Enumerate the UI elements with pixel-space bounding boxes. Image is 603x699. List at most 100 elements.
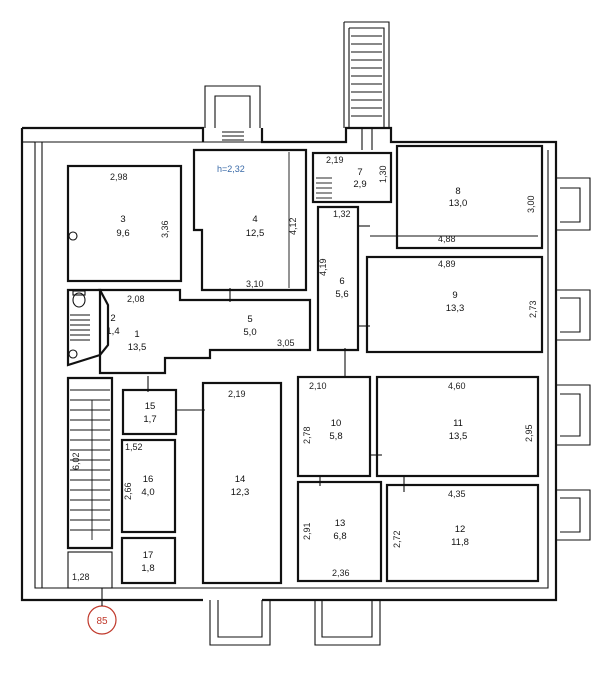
room-2 <box>66 288 102 367</box>
room-11 <box>375 375 540 478</box>
dimension-label: 4,12 <box>288 217 298 235</box>
room-13-label: 136,8 <box>333 518 346 542</box>
svg-text:5,8: 5,8 <box>329 431 342 442</box>
dimension-label: 3,05 <box>277 338 295 348</box>
svg-text:5: 5 <box>247 314 252 325</box>
dimension-label: 1,32 <box>333 209 351 219</box>
page-number: 85 <box>96 616 108 627</box>
room-3 <box>66 164 183 283</box>
svg-text:9: 9 <box>452 290 457 301</box>
room-8-label: 813,0 <box>449 186 468 209</box>
dimension-label: 1,28 <box>72 572 90 582</box>
room-12-label: 12 11,8 <box>451 524 469 548</box>
svg-text:8: 8 <box>455 186 460 197</box>
svg-text:5,6: 5,6 <box>335 289 348 300</box>
top-staircase <box>343 21 390 128</box>
svg-text:6,8: 6,8 <box>333 531 346 542</box>
svg-text:13,3: 13,3 <box>446 303 465 314</box>
dimension-label: 2,95 <box>524 424 534 442</box>
svg-text:9,6: 9,6 <box>116 228 129 239</box>
room-12 <box>385 483 540 583</box>
dimension-label: 1,52 <box>125 442 143 452</box>
right-bays <box>556 177 591 541</box>
svg-text:12,5: 12,5 <box>246 228 265 239</box>
svg-text:13,5: 13,5 <box>128 342 147 353</box>
room-4 <box>192 148 308 292</box>
room-16-label: 164,0 <box>141 474 154 498</box>
room-9 <box>365 255 544 354</box>
svg-text:1,4: 1,4 <box>106 326 119 337</box>
dimension-label: 2,72 <box>392 530 402 548</box>
svg-text:2,9: 2,9 <box>353 179 366 190</box>
inner-wall <box>34 141 549 589</box>
room-1-label: 113,5 <box>128 329 147 353</box>
dimension-label: 2,08 <box>127 294 145 304</box>
top-porch-steps <box>222 131 244 141</box>
dimension-label: 1,30 <box>378 165 388 183</box>
svg-text:12: 12 <box>455 524 466 535</box>
dimension-label: 3,00 <box>526 195 536 213</box>
dimension-label: 4,60 <box>448 381 466 391</box>
room-15 <box>121 388 178 436</box>
room-8 <box>395 144 544 250</box>
room-5-label: 55,0 <box>243 314 256 338</box>
svg-text:4,0: 4,0 <box>141 487 154 498</box>
left-staircase <box>66 376 114 550</box>
room-9-label: 913,3 <box>446 290 465 314</box>
dimension-label: 2,98 <box>110 172 128 182</box>
svg-text:16: 16 <box>143 474 154 485</box>
left-exit <box>67 551 113 589</box>
dimension-label: 2,19 <box>326 155 344 165</box>
room-4-label: 412,5 <box>246 214 265 239</box>
room-1-5 <box>98 288 312 375</box>
svg-text:11: 11 <box>453 418 463 429</box>
dimension-label: 4,89 <box>438 259 456 269</box>
room-6 <box>316 205 360 352</box>
svg-text:14: 14 <box>235 474 246 485</box>
dimension-label: 3,36 <box>160 220 170 238</box>
room-6-label: 65,6 <box>335 276 348 300</box>
toilet-icon <box>72 292 86 308</box>
meter-icon <box>68 349 78 359</box>
svg-text:12,3: 12,3 <box>231 487 250 498</box>
svg-text:13,0: 13,0 <box>449 198 468 209</box>
dimension-label: 2,66 <box>123 482 133 500</box>
svg-text:13: 13 <box>335 518 346 529</box>
dimension-label: 2,19 <box>228 389 246 399</box>
room-2-label: 21,4 <box>106 313 119 337</box>
door-marks <box>147 225 405 492</box>
svg-text:5,0: 5,0 <box>243 327 256 338</box>
meter-icon <box>68 231 78 241</box>
svg-text:2: 2 <box>110 313 115 324</box>
room-2-steps <box>70 314 90 341</box>
dimension-label: 2,73 <box>528 300 538 318</box>
room-14-label: 14 12,3 <box>231 474 250 498</box>
room-13 <box>296 480 383 583</box>
svg-text:13,5: 13,5 <box>449 431 468 442</box>
room-14 <box>201 381 283 585</box>
room-17-label: 171,8 <box>141 550 154 574</box>
dimension-label: 2,91 <box>302 522 312 540</box>
svg-text:11,8: 11,8 <box>451 537 469 548</box>
svg-text:1: 1 <box>134 329 139 340</box>
left-staircase-steps <box>70 389 110 531</box>
room-16 <box>120 438 177 534</box>
room-7 <box>311 151 393 204</box>
dimension-label: 3,10 <box>246 279 264 289</box>
room-17 <box>120 536 177 585</box>
svg-text:17: 17 <box>143 550 154 561</box>
bottom-bays <box>209 600 381 646</box>
svg-text:1,7: 1,7 <box>143 414 156 425</box>
top-staircase-steps <box>351 35 382 117</box>
room-7-steps <box>316 177 332 199</box>
ceiling-height-note: h=2,32 <box>217 164 245 174</box>
dimension-label: 2,78 <box>302 426 312 444</box>
svg-text:15: 15 <box>145 401 156 412</box>
dimension-label: 2,10 <box>309 381 327 391</box>
room-15-label: 151,7 <box>143 401 156 425</box>
top-porch <box>204 85 261 128</box>
dimension-label: 4,35 <box>448 489 466 499</box>
dimension-label: 4,19 <box>318 258 328 276</box>
room-11-label: 11 13,5 <box>449 418 468 442</box>
